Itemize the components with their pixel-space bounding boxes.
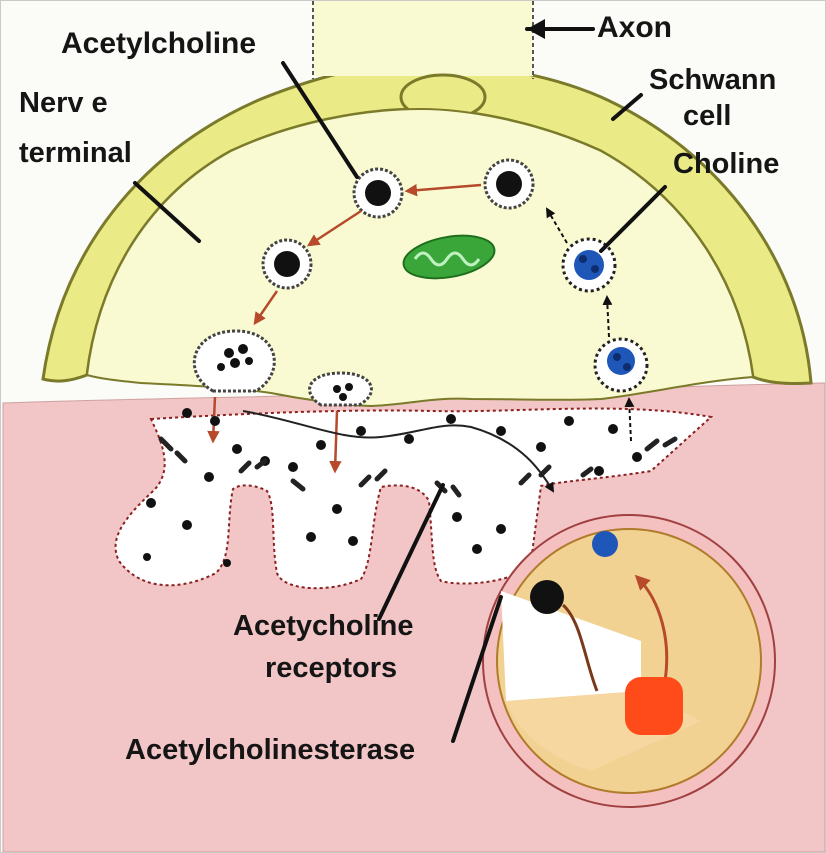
label-receptors-line1: Acetycholine <box>233 610 414 642</box>
enzyme-choline-molecule <box>592 531 618 557</box>
label-schwann-cell-line1: Schwann <box>649 64 776 96</box>
docking-vesicle <box>194 331 274 391</box>
label-nerve-terminal-line1: Nerv e <box>19 87 108 119</box>
axon <box>313 1 533 76</box>
fusing-vesicle <box>310 373 372 405</box>
label-schwann-cell-line2: cell <box>683 100 731 132</box>
enzyme-ach-molecule <box>530 580 564 614</box>
label-receptors-line2: receptors <box>265 652 397 684</box>
label-acetylcholine: Acetylcholine <box>61 27 256 60</box>
acetylcholinesterase-inset <box>483 515 775 807</box>
label-acetylcholinesterase: Acetylcholinesterase <box>125 734 415 766</box>
ach-vesicle <box>485 160 533 208</box>
ach-vesicle <box>354 169 402 217</box>
label-nerve-terminal-line2: terminal <box>19 137 132 169</box>
choline-vesicle <box>595 339 647 391</box>
ach-vesicle <box>263 240 311 288</box>
label-choline: Choline <box>673 148 779 180</box>
enzyme-active-site <box>625 677 683 735</box>
label-axon: Axon <box>597 11 672 44</box>
